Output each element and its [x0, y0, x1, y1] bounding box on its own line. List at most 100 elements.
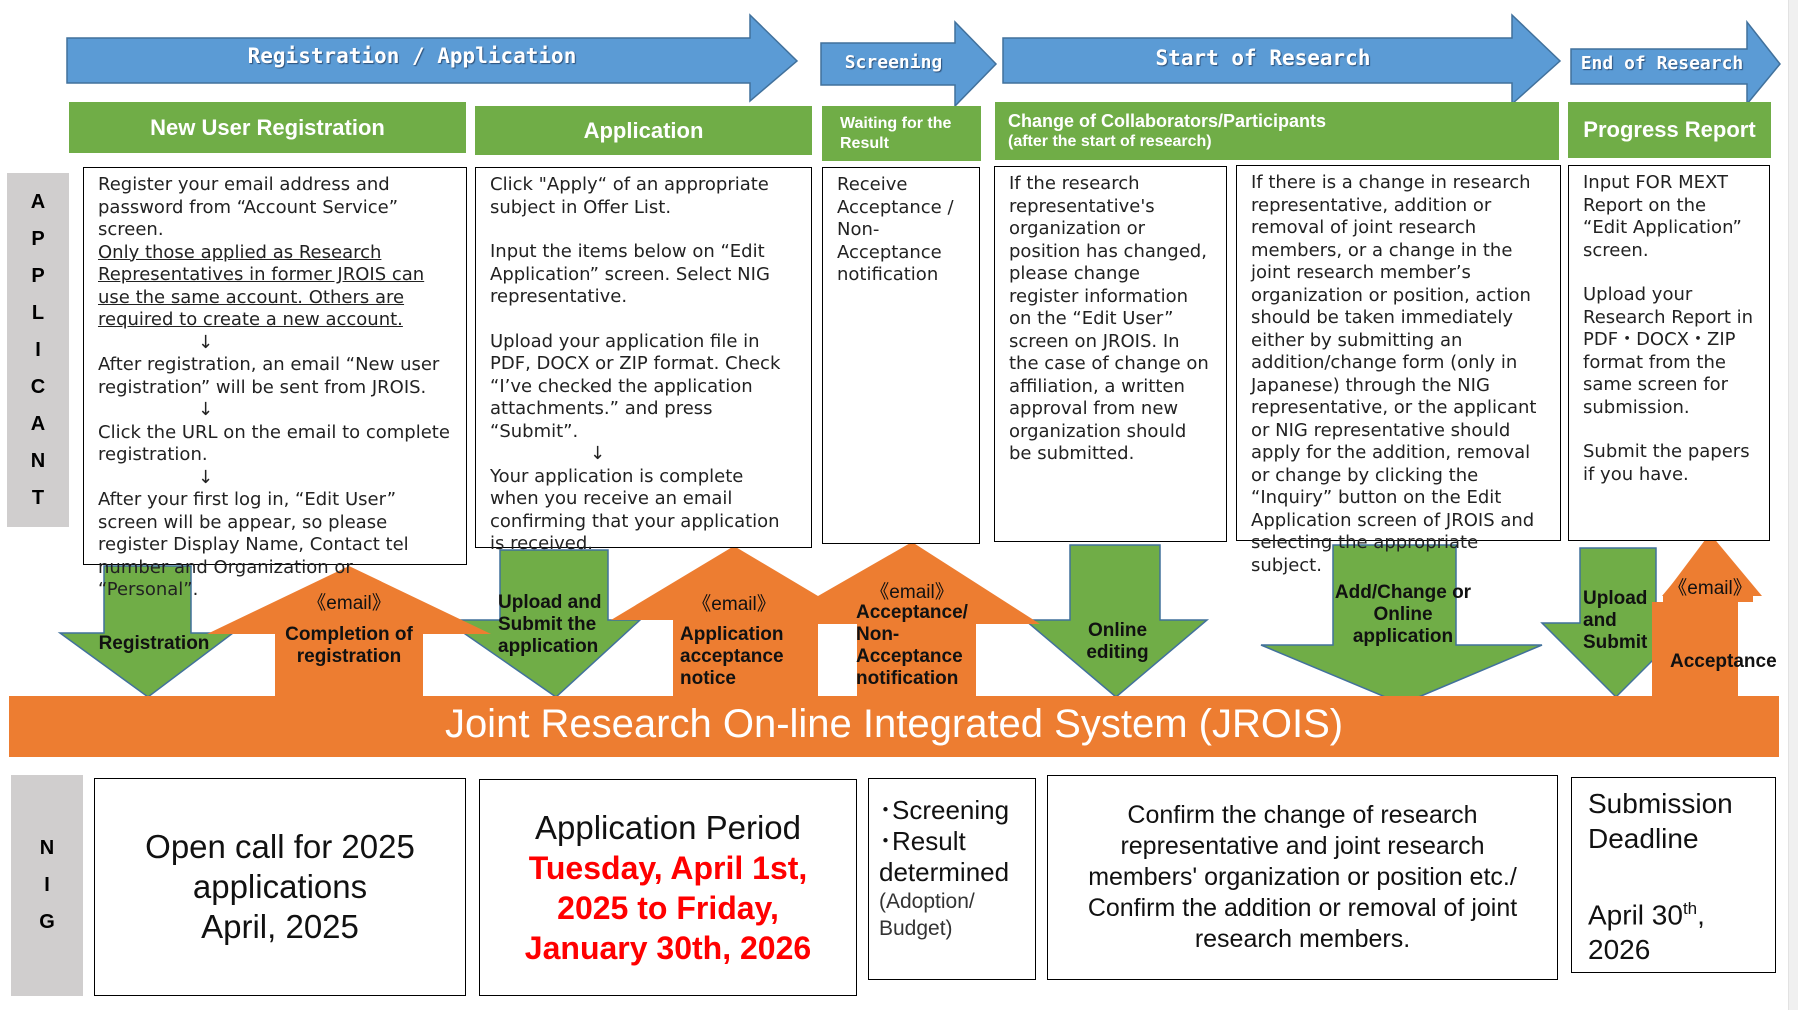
submission-deadline-date: April 30th, [1588, 891, 1759, 932]
registration-step-url: Click the URL on the email to complete r… [98, 421, 450, 466]
arrow-down-add-change [1260, 544, 1543, 705]
side-letter: T [31, 486, 45, 509]
applicant-side-label: A P P L I C A N T [7, 173, 69, 527]
side-letter: C [30, 375, 46, 398]
open-call-line2: applications [192, 868, 368, 905]
arrow-label-upload-submit: Upload and Submit the application [498, 592, 602, 657]
application-step-input: Input the items below on “Edit Applicati… [490, 241, 770, 307]
confirm-change-text: Confirm the change of research represent… [1087, 801, 1518, 953]
phase-arrow-screening [820, 20, 998, 108]
vertical-scrollbar[interactable] [1788, 0, 1798, 1010]
down-arrow-icon: ↓ [590, 443, 606, 464]
submission-deadline-year: 2026 [1588, 934, 1651, 966]
phase-arrow-end-of-research [1570, 19, 1781, 107]
side-letter: G [39, 911, 55, 933]
nig-box-screening: ･Screening ･Result determined (Adoption/… [868, 778, 1036, 980]
header-label: Change of Collaborators/Participants [1008, 111, 1327, 131]
waiting-result-text: Receive Acceptance / Non-Acceptance noti… [837, 174, 954, 285]
side-letter: A [30, 190, 46, 213]
box-progress-report: Input FOR MEXT Report on the “Edit Appli… [1568, 165, 1770, 541]
arrow-up-acceptance-notification [818, 542, 1040, 696]
application-step-apply: Click "Apply“ of an appropriate subject … [490, 174, 769, 218]
arrow-label-email: 《email》 [307, 593, 391, 614]
header-label: Application [583, 117, 704, 143]
change-user-info-text: If the research representative's organiz… [1009, 173, 1209, 464]
side-letter: I [44, 874, 50, 896]
box-application: Click "Apply“ of an appropriate subject … [475, 167, 812, 554]
arrow-down-online-editing [1022, 544, 1210, 698]
arrow-label-report-acceptance: Acceptance [1670, 651, 1777, 672]
arrow-label-registration: Registration [98, 633, 210, 654]
arrow-label-email: 《email》 [870, 582, 954, 603]
open-call-date: April, 2025 [201, 908, 359, 945]
registration-intro: Register your email address and password… [98, 174, 399, 240]
phase-label-start-of-research: Start of Research [1155, 46, 1371, 70]
screening-item: ･Screening [879, 795, 1010, 825]
header-label: New User Registration [150, 114, 385, 140]
progress-report-input: Input FOR MEXT Report on the “Edit Appli… [1583, 172, 1742, 261]
registration-step-email: After registration, an email “New user r… [98, 354, 440, 398]
result-determined: determined [879, 857, 1010, 887]
side-letter: A [30, 412, 46, 435]
arrow-label-email: 《email》 [1668, 578, 1752, 599]
header-waiting-for-result: Waiting for the Result [822, 106, 981, 161]
arrow-up-completion-of-registration [207, 566, 491, 696]
application-step-upload: Upload your application file in PDF, DOC… [490, 330, 781, 442]
arrow-down-upload-submit [442, 549, 642, 698]
side-letter: N [39, 837, 55, 859]
down-arrow-icon: ↓ [198, 466, 214, 488]
arrow-up-report-acceptance-head [1662, 536, 1762, 596]
registration-step-edit-user: After your first log in, “Edit User” scr… [98, 489, 409, 600]
down-arrow-icon: ↓ [198, 399, 214, 420]
application-step-complete: Your application is complete when you re… [490, 465, 780, 555]
phase-label-end-of-research: End of Research [1580, 53, 1744, 74]
registration-note: Only those applied as Research Represent… [98, 241, 425, 331]
result-item: ･Result [879, 826, 966, 856]
header-application: Application [475, 106, 812, 155]
box-waiting-result: Receive Acceptance / Non-Acceptance noti… [822, 167, 980, 544]
progress-report-papers: Submit the papers if you have. [1583, 441, 1750, 485]
phase-arrow-start-of-research [1002, 13, 1562, 106]
side-letter: P [31, 227, 45, 250]
arrow-up-application-acceptance [611, 546, 818, 696]
deadline-date-comma: , [1697, 899, 1705, 931]
change-members-text: If there is a change in research represe… [1251, 172, 1537, 576]
box-change-user-info: If the research representative's organiz… [994, 166, 1227, 542]
box-change-members: If there is a change in research represe… [1236, 165, 1561, 576]
header-new-user-registration: New User Registration [69, 102, 466, 153]
phase-label-registration: Registration / Application [247, 44, 577, 68]
nig-side-label: N I G [11, 775, 83, 996]
arrow-label-online-editing: Online editing [1086, 620, 1149, 663]
adoption-budget-note: (Adoption/ Budget) [879, 890, 975, 940]
box-new-user-registration: Register your email address and password… [83, 167, 467, 600]
phase-label-screening: Screening [844, 52, 943, 73]
header-progress-report: Progress Report [1568, 102, 1771, 158]
arrow-label-upload-submit-report: Upload and Submit [1583, 588, 1648, 653]
side-letter: P [31, 264, 45, 287]
jrois-bar-shape [9, 696, 1779, 757]
header-sublabel: (after the start of research) [1008, 133, 1212, 150]
arrow-label-acceptance-notification: Acceptance/ Non- Acceptance notification [856, 602, 968, 689]
down-arrow-icon: ↓ [198, 331, 214, 353]
side-letter: I [35, 338, 41, 361]
jrois-system-bar: Joint Research On-line Integrated System… [444, 702, 1344, 746]
application-period-title: Application Period [535, 808, 801, 846]
open-call-line1: Open call for 2025 [145, 828, 415, 865]
side-letter: L [31, 301, 45, 324]
nig-box-open-call: Open call for 2025 applications April, 2… [94, 778, 466, 996]
nig-box-submission-deadline: Submission Deadline April 30th, 2026 [1571, 777, 1776, 973]
deadline-date-main: April 30 [1588, 899, 1683, 931]
application-period-dates: Tuesday, April 1st, 2025 to Friday, Janu… [524, 849, 812, 966]
arrow-label-application-acceptance: Application acceptance notice [680, 624, 784, 689]
arrow-label-add-change: Add/Change or Online application [1334, 582, 1472, 647]
header-label: Progress Report [1583, 117, 1756, 142]
arrow-label-completion: Completion of registration [285, 624, 413, 667]
deadline-date-suffix: th [1682, 899, 1698, 918]
phase-arrow-registration [66, 13, 799, 103]
header-label: Waiting for the Result [840, 114, 952, 152]
arrow-label-email: 《email》 [692, 594, 776, 615]
nig-box-confirm-change: Confirm the change of research represent… [1047, 775, 1558, 980]
progress-report-upload: Upload your Research Report in PDF・DOCX・… [1583, 284, 1754, 418]
